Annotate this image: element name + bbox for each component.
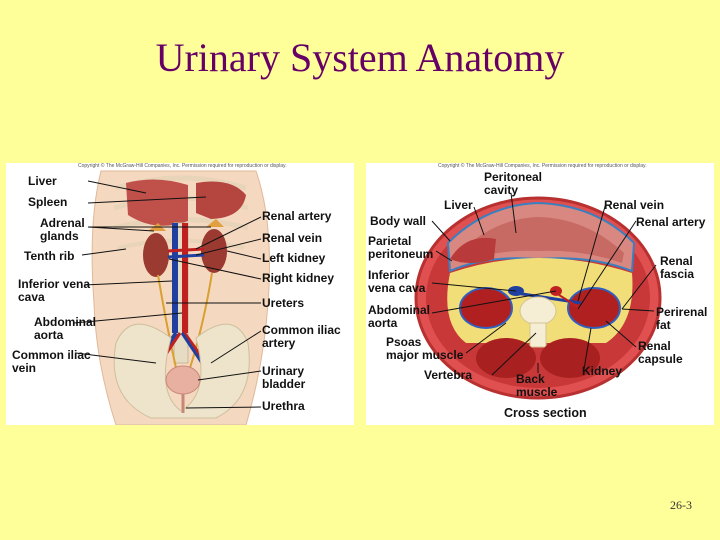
label-abdominal-aorta-line2: aorta <box>368 316 398 330</box>
label-peritoneal-cavity-line2: cavity <box>484 183 519 197</box>
label-renal-capsule-line2: capsule <box>638 352 683 366</box>
label-psoas-major-line1: Psoas <box>386 335 422 349</box>
label-body-wall: Body wall <box>370 214 427 228</box>
label-tenth-rib: Tenth rib <box>24 249 75 263</box>
label-urethra: Urethra <box>262 399 305 413</box>
label-urinary-bladder-line1: Urinary <box>262 364 305 378</box>
label-kidney: Kidney <box>582 364 623 378</box>
figure-caption: Cross section <box>504 406 587 420</box>
label-renal-vein: Renal vein <box>604 198 665 212</box>
anterior-view-illustration <box>73 170 270 425</box>
slide-title: Urinary System Anatomy <box>155 35 565 80</box>
page-number: 26-3 <box>670 498 692 512</box>
label-renal-capsule-line1: Renal <box>638 339 671 353</box>
label-common-iliac-vein-line1: Common iliac <box>12 348 91 362</box>
cross-section-figure: Copyright © The McGraw-Hill Companies, I… <box>366 163 714 425</box>
label-renal-artery: Renal artery <box>262 209 332 223</box>
label-inferior-vena-cava-line1: Inferior vena <box>18 277 91 291</box>
label-inferior-vena-cava-line2: cava <box>18 290 45 304</box>
label-back-muscle-line1: Back <box>516 372 545 386</box>
label-common-iliac-artery-line2: artery <box>262 336 296 350</box>
label-right-kidney: Right kidney <box>262 271 335 285</box>
label-adrenal-glands-line2: glands <box>40 229 79 243</box>
label-renal-vein: Renal vein <box>262 231 323 245</box>
label-spleen: Spleen <box>28 195 68 209</box>
label-adrenal-glands-line1: Adrenal <box>40 216 85 230</box>
label-common-iliac-vein-line2: vein <box>12 361 37 375</box>
label-common-iliac-artery-line1: Common iliac <box>262 323 341 337</box>
label-parietal-peritoneum-line2: peritoneum <box>368 247 434 261</box>
label-perirenal-fat-line1: Perirenal <box>656 305 708 319</box>
copyright-notice: Copyright © The McGraw-Hill Companies, I… <box>78 163 287 169</box>
label-back-muscle-line2: muscle <box>516 385 558 399</box>
label-psoas-major-line2: major muscle <box>386 348 464 362</box>
label-left-kidney: Left kidney <box>262 251 326 265</box>
label-perirenal-fat-line2: fat <box>656 318 671 332</box>
label-peritoneal-cavity-line1: Peritoneal <box>484 170 543 184</box>
label-renal-fascia-line1: Renal <box>660 254 693 268</box>
label-abdominal-aorta-line1: Abdominal <box>368 303 430 317</box>
label-parietal-peritoneum-line1: Parietal <box>368 234 412 248</box>
label-inferior-vena-cava-line2: vena cava <box>368 281 426 295</box>
label-vertebra: Vertebra <box>424 368 473 382</box>
label-liver: Liver <box>28 174 57 188</box>
copyright-notice: Copyright © The McGraw-Hill Companies, I… <box>438 163 647 169</box>
label-abdominal-aorta-line1: Abdominal <box>34 315 96 329</box>
label-abdominal-aorta-line2: aorta <box>34 328 64 342</box>
label-renal-fascia-line2: fascia <box>660 267 695 281</box>
label-urinary-bladder-line2: bladder <box>262 377 306 391</box>
cross-section-illustration <box>414 192 662 400</box>
label-renal-artery: Renal artery <box>636 215 706 229</box>
anterior-view-figure: Copyright © The McGraw-Hill Companies, I… <box>6 163 354 425</box>
label-inferior-vena-cava-line1: Inferior <box>368 268 410 282</box>
label-ureters: Ureters <box>262 296 305 310</box>
label-liver: Liver <box>444 198 473 212</box>
